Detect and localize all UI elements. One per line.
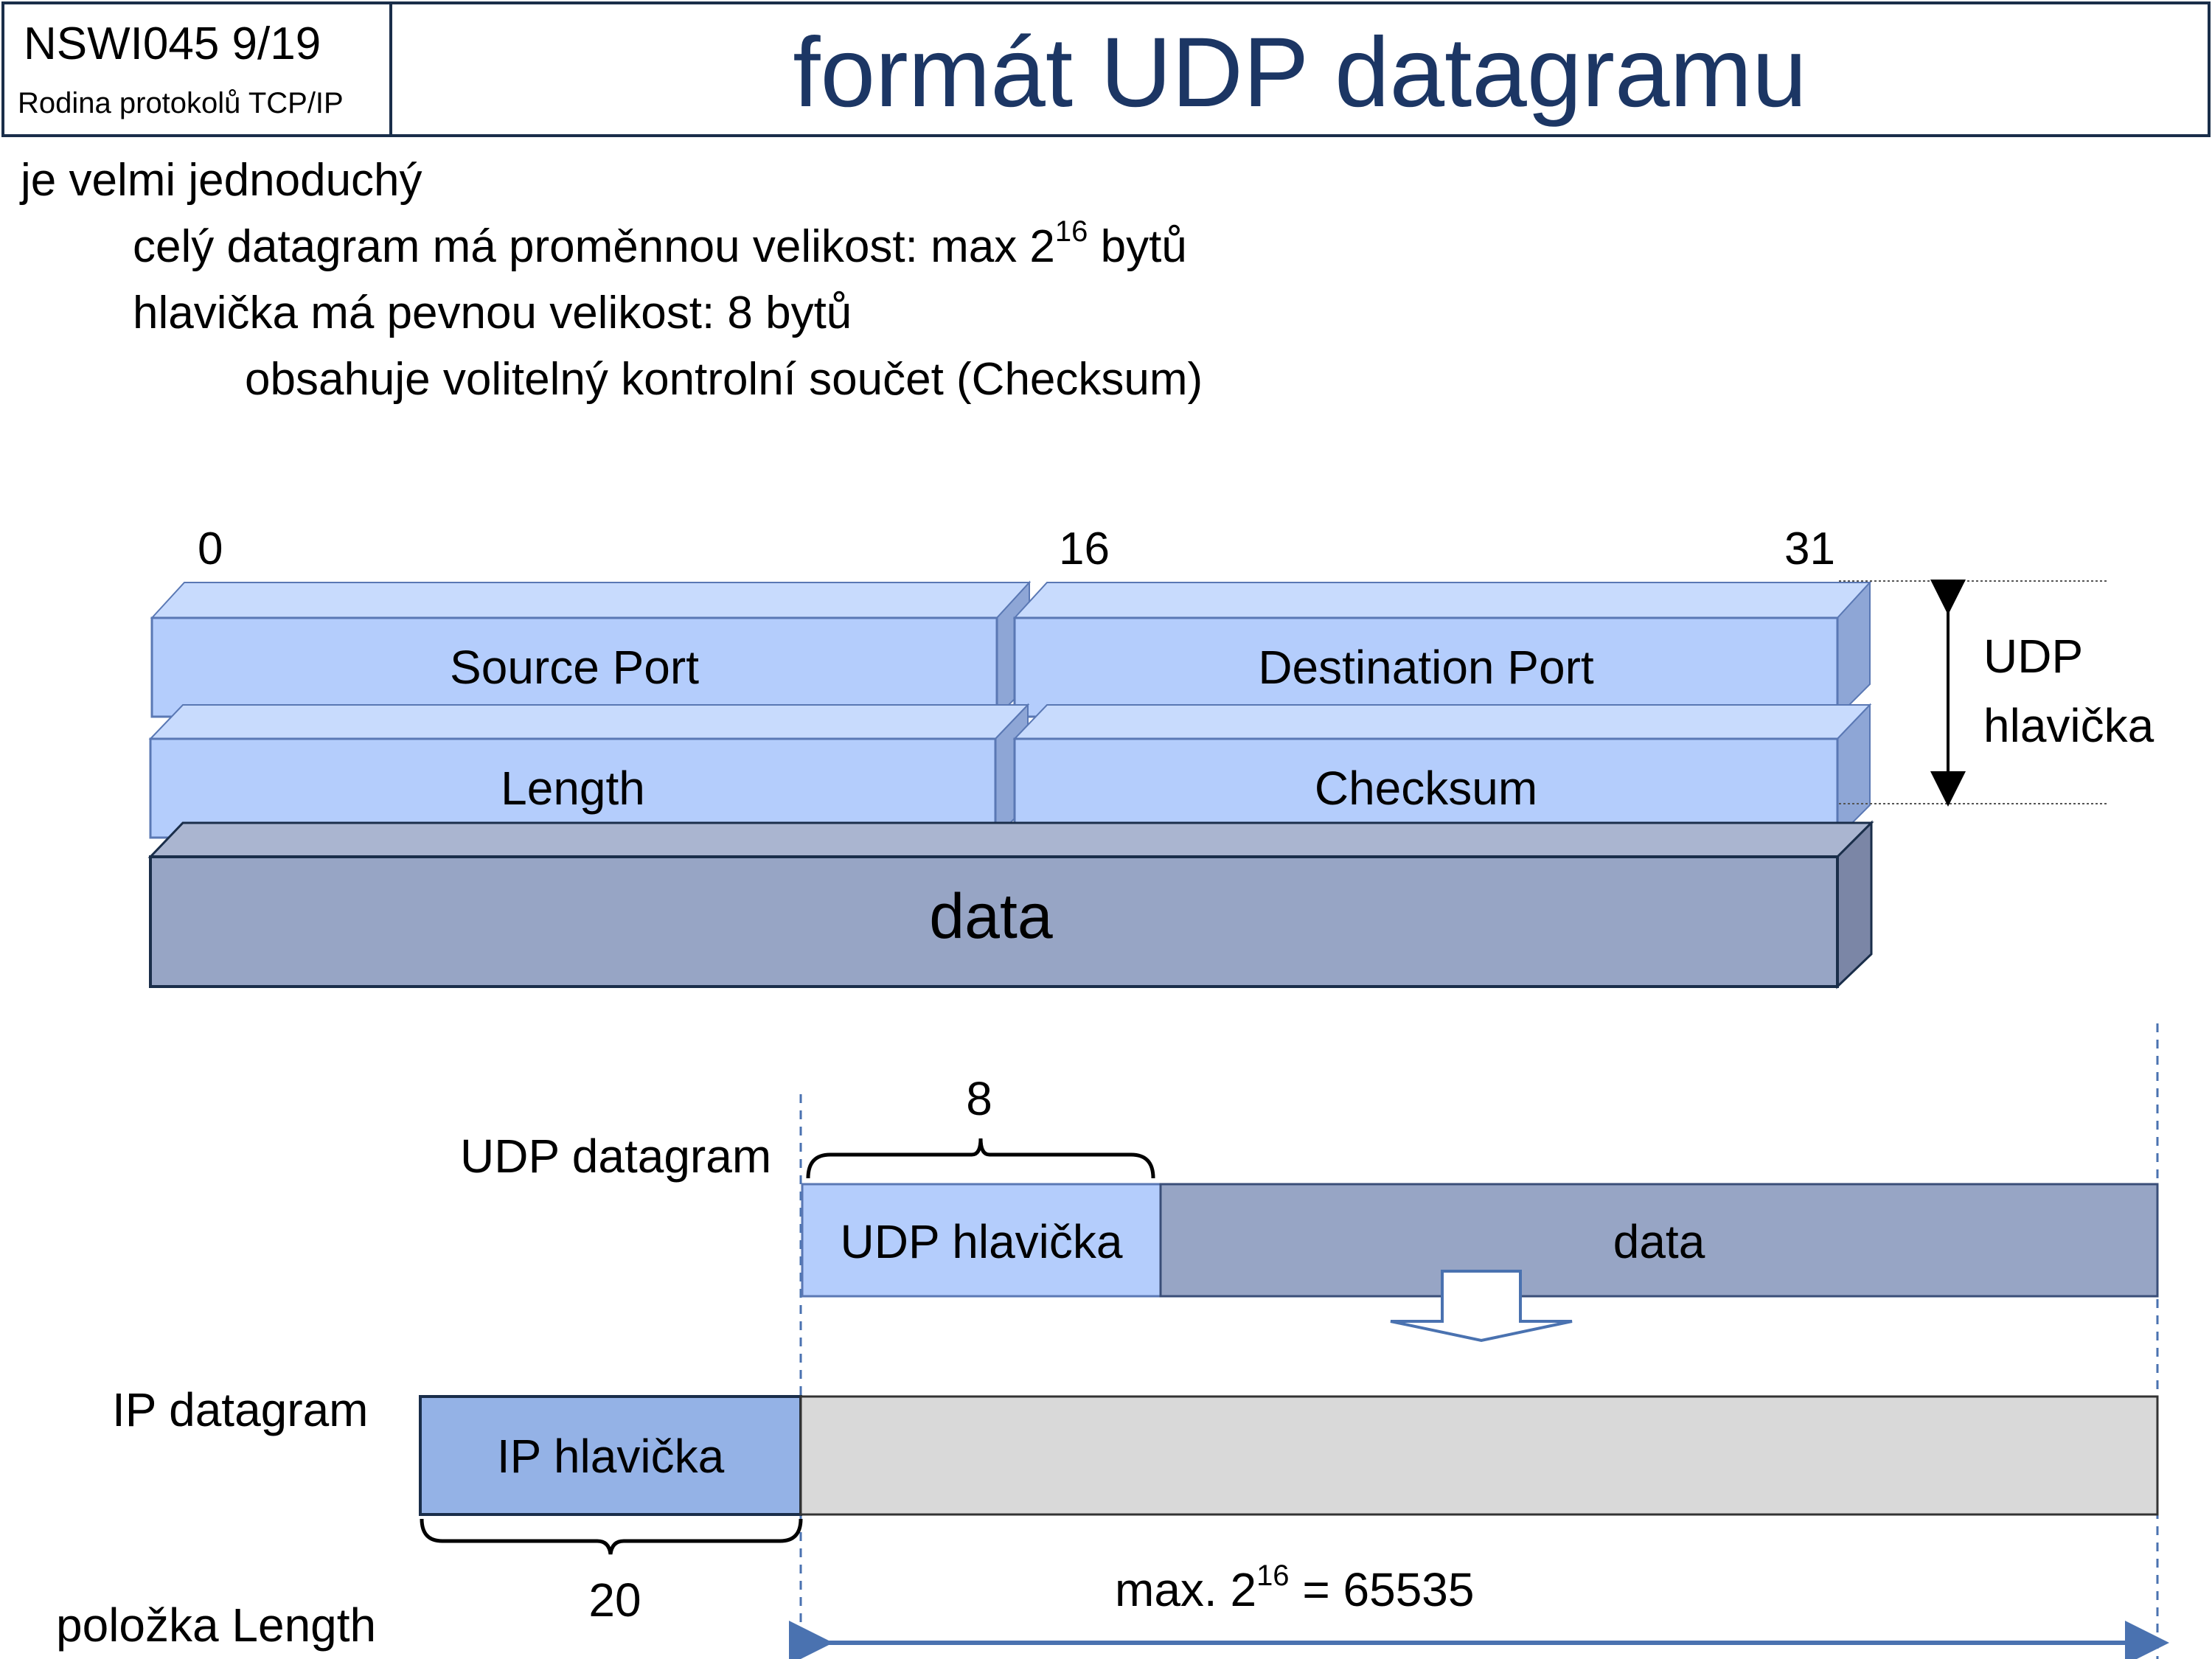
ip-payload-box bbox=[799, 1395, 2159, 1516]
bullet-header-size: hlavička má pevnou velikost: 8 bytů bbox=[133, 288, 852, 338]
ip-header-size: 20 bbox=[588, 1573, 641, 1627]
field-checksum: Checksum bbox=[1012, 703, 1872, 840]
bullet-simple: je velmi jednoduchý bbox=[21, 155, 422, 206]
bullet-datagram-size-text: celý datagram má proměnnou velikost: max… bbox=[133, 221, 1055, 272]
data-block: data bbox=[147, 820, 1874, 990]
field-destination-port-label: Destination Port bbox=[1258, 641, 1594, 694]
bullet-checksum: obsahuje volitelný kontrolní součet (Che… bbox=[245, 354, 1203, 405]
data-block-label: data bbox=[929, 881, 1053, 952]
field-checksum-label: Checksum bbox=[1315, 762, 1537, 815]
ip-datagram-label: IP datagram bbox=[112, 1383, 368, 1436]
max-length-value: = 65535 bbox=[1290, 1563, 1475, 1616]
length-field-label: položka Length bbox=[56, 1599, 376, 1652]
bullet-list: je velmi jednoduchý celý datagram má pro… bbox=[21, 147, 1203, 413]
course-subtitle: Rodina protokolů TCP/IP bbox=[18, 87, 344, 119]
ip-header-box bbox=[419, 1395, 802, 1516]
ip-header-box-label: IP hlavička bbox=[497, 1430, 725, 1483]
course-code: NSWI045 9/19 bbox=[24, 18, 321, 69]
bullet-datagram-size-exponent: 16 bbox=[1054, 215, 1088, 248]
field-length-label: Length bbox=[501, 762, 645, 815]
udp-header-brace bbox=[806, 1138, 1155, 1179]
max-length-exponent: 16 bbox=[1256, 1559, 1290, 1592]
course-info-box: NSWI045 9/19 Rodina protokolů TCP/IP bbox=[1, 1, 392, 137]
field-destination-port: Destination Port bbox=[1012, 580, 1872, 719]
udp-header-side-label-2: hlavička bbox=[1983, 699, 2154, 752]
bit-label-0: 0 bbox=[198, 524, 223, 574]
bit-label-16: 16 bbox=[1059, 524, 1110, 574]
bullet-datagram-size: celý datagram má proměnnou velikost: max… bbox=[21, 214, 1203, 280]
encapsulation-down-arrow bbox=[1390, 1270, 1573, 1343]
bullet-datagram-size-unit: bytů bbox=[1088, 221, 1187, 272]
udp-data-box bbox=[1159, 1183, 2159, 1298]
udp-data-box-label: data bbox=[1613, 1215, 1705, 1268]
udp-header-box bbox=[801, 1183, 1162, 1298]
udp-header-size: 8 bbox=[966, 1072, 992, 1125]
ip-header-brace bbox=[420, 1518, 803, 1555]
field-source-port: Source Port bbox=[150, 580, 1032, 719]
title-box: formát UDP datagramu bbox=[392, 1, 2211, 137]
max-length-label: max. 216 = 65535 bbox=[1115, 1559, 1474, 1616]
field-length: Length bbox=[148, 703, 1030, 840]
max-length-text: max. 2 bbox=[1115, 1563, 1256, 1616]
field-source-port-label: Source Port bbox=[450, 641, 699, 694]
slide-title: formát UDP datagramu bbox=[793, 18, 1807, 128]
udp-datagram-label: UDP datagram bbox=[460, 1130, 771, 1183]
udp-header-box-label: UDP hlavička bbox=[841, 1215, 1123, 1268]
bit-label-31: 31 bbox=[1784, 524, 1835, 574]
udp-header-side-label-1: UDP bbox=[1983, 630, 2083, 683]
